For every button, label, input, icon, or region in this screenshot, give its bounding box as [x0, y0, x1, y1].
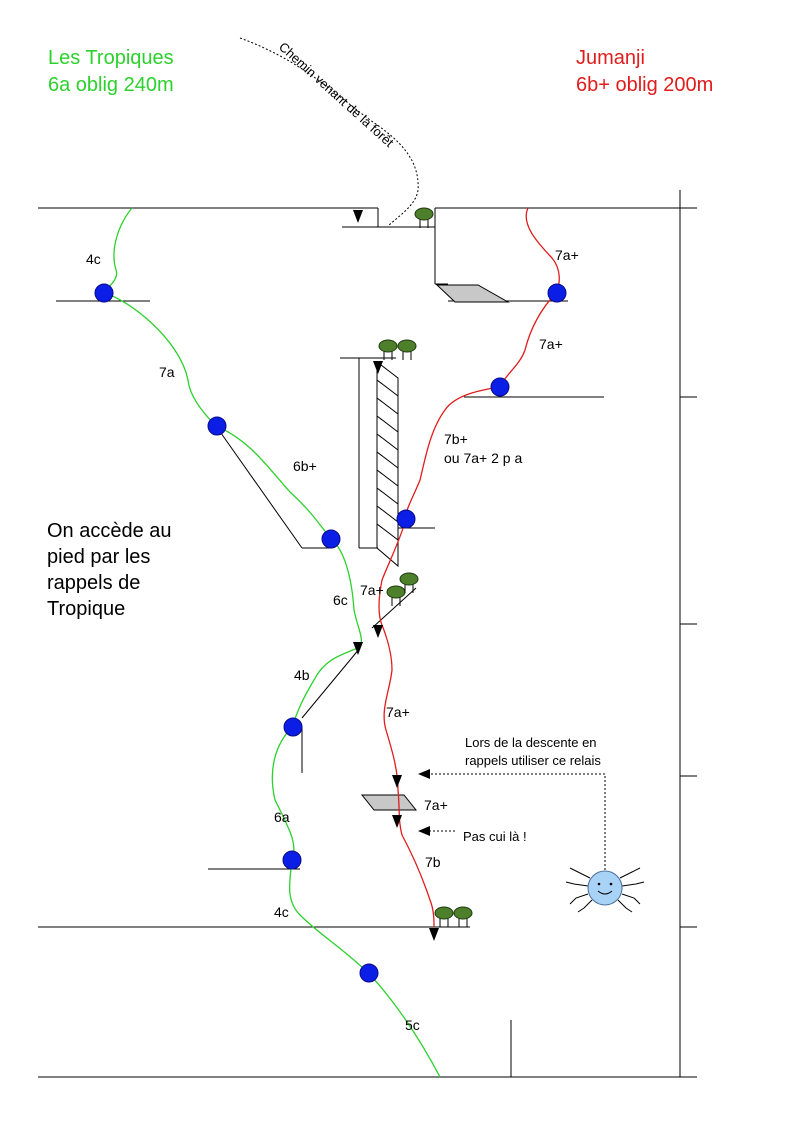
jumanji-grade: 7a+: [386, 704, 410, 720]
rappel-anchor-icon: [392, 775, 402, 788]
slab-top: [435, 284, 510, 303]
cliff-outline: [38, 190, 697, 1078]
slab-lower: [360, 794, 418, 811]
spider-icon: [565, 867, 645, 913]
access-note-line: On accède au: [47, 520, 172, 542]
tree-icon: [414, 207, 434, 229]
relay-icon: [396, 509, 416, 529]
warning-arrowhead: [418, 826, 430, 836]
access-note-line: pied par les: [47, 546, 150, 568]
tropiques-grade: 6a: [274, 809, 290, 825]
relay-icon: [282, 850, 302, 870]
relay-icon: [490, 377, 510, 397]
rappel-anchor-icon: [373, 361, 383, 374]
tropiques-grade: 6b+: [293, 458, 317, 474]
hatched-pillar: [376, 360, 399, 568]
tropiques-grade: 4c: [274, 904, 289, 920]
relay-icon: [321, 529, 341, 549]
descent-note-line: rappels utiliser ce relais: [465, 753, 601, 768]
relay-icon: [94, 283, 114, 303]
rappel-anchor-icon: [429, 928, 439, 941]
tropiques-grade: 4b: [294, 667, 310, 683]
warning-note: Pas cui là !: [463, 829, 527, 844]
jumanji-grade: 7b: [425, 854, 441, 870]
jumanji-grade: 7a+: [539, 336, 563, 352]
forest-path: [239, 37, 419, 227]
jumanji-info: 6b+ oblig 200m: [576, 74, 713, 96]
tropiques-name: Les Tropiques: [48, 47, 174, 69]
jumanji-name: Jumanji: [576, 47, 645, 69]
relay-icon: [359, 963, 379, 983]
relay-icon: [547, 283, 567, 303]
jumanji-route: [378, 207, 560, 928]
tree-icon: [453, 906, 473, 928]
forest-path-label: Chemin venant de la forêt: [276, 39, 397, 150]
tropiques-grade: 4c: [86, 251, 101, 267]
descent-note-line: Lors de la descente en: [465, 735, 597, 750]
access-note-line: Tropique: [47, 598, 125, 620]
access-note-line: rappels de: [47, 572, 140, 594]
tropiques-grade: 5c: [405, 1017, 420, 1033]
tropiques-grade: 7a: [159, 364, 175, 380]
tree-icon: [397, 339, 417, 361]
relay-icon: [283, 717, 303, 737]
tropiques-route: [103, 207, 441, 1078]
tropiques-grade: 6c: [333, 592, 348, 608]
descent-arrowhead: [418, 769, 430, 779]
tree-icon: [386, 585, 406, 607]
jumanji-grade: 7a+: [555, 247, 579, 263]
jumanji-grade: 7b+: [444, 431, 468, 447]
tropiques-info: 6a oblig 240m: [48, 74, 174, 96]
tree-icon: [434, 906, 454, 928]
rappel-anchor-icon: [373, 625, 383, 638]
rappel-anchor-icon: [353, 642, 363, 655]
jumanji-grade: 7a+: [360, 582, 384, 598]
tree-icon: [378, 339, 398, 361]
jumanji-grade: ou 7a+ 2 p a: [444, 450, 522, 466]
jumanji-grade: 7a+: [424, 797, 448, 813]
relay-icon: [207, 416, 227, 436]
descent-pointer: [428, 773, 606, 870]
rappel-anchor-icon: [353, 210, 363, 223]
